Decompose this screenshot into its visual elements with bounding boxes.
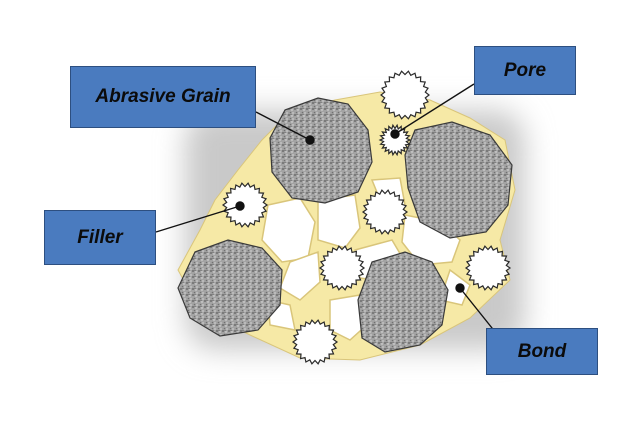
abrasive-grain-label: Abrasive Grain <box>70 66 256 128</box>
filler-label: Filler <box>44 210 156 265</box>
abrasive-grain <box>269 97 373 204</box>
filler-particle <box>380 70 430 120</box>
filler-particle <box>221 182 269 228</box>
marker-dot-bond <box>455 283 465 293</box>
filler-particle <box>378 123 412 157</box>
pore-label: Pore <box>474 46 576 95</box>
marker-dot-filler <box>235 201 245 211</box>
abrasive-grain <box>177 239 283 337</box>
filler-particle <box>361 189 409 235</box>
marker-dot-pore <box>390 129 400 139</box>
leader-line-abrasive-grain <box>255 111 311 141</box>
abrasive-grains <box>177 97 513 353</box>
filler-particle <box>318 245 366 291</box>
filler-particle <box>464 245 512 291</box>
leader-line-pore <box>394 83 475 135</box>
marker-dot-abrasive-grain <box>305 135 315 145</box>
leader-line-filler <box>155 205 241 233</box>
abrasive-grain <box>357 251 449 353</box>
filler-particle <box>291 319 339 365</box>
fillers <box>221 70 512 365</box>
abrasive-grain <box>404 121 513 239</box>
bond-label: Bond <box>486 328 598 375</box>
